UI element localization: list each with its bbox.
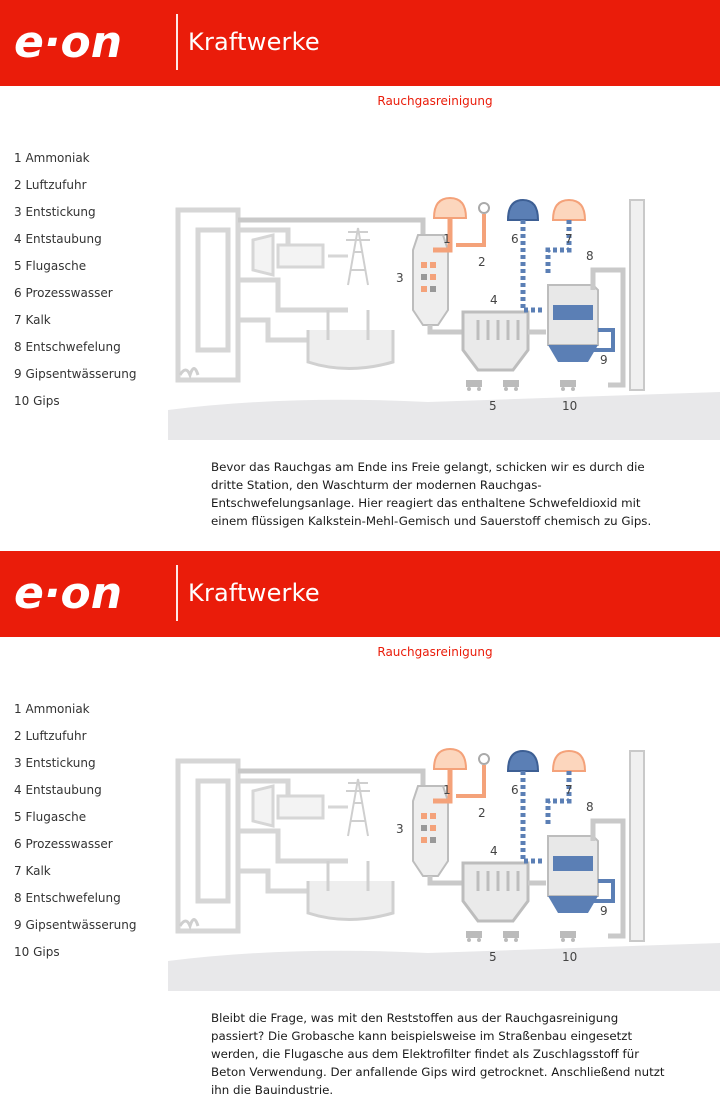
legend-item[interactable]: 9 Gipsentwässerung [14,367,137,381]
legend-item[interactable]: 6 Prozesswasser [14,286,113,300]
legend-item[interactable]: 1 Ammoniak [14,702,90,716]
diagram-label: 1 [443,783,451,797]
diagram-label: 9 [600,353,608,367]
air-supply [456,753,490,798]
scrubber-tower [547,267,626,388]
gypsum-dewatering-line [588,328,615,352]
lime-tank [545,198,587,275]
process-water-tank [506,198,543,313]
legend-item[interactable]: 6 Prozesswasser [14,837,113,851]
electrostatic-filter [461,310,530,372]
legend-item[interactable]: 1 Ammoniak [14,151,90,165]
diagram-label: 2 [478,255,486,269]
page-title: Rauchgasreinigung [377,645,493,659]
legend-item[interactable]: 9 Gipsentwässerung [14,918,137,932]
legend-item[interactable]: 7 Kalk [14,864,51,878]
ash-carts [466,931,576,942]
ash-carts [466,380,576,391]
eon-logo[interactable]: e·on [14,20,164,64]
duct-to-esp [427,876,468,886]
legend-item[interactable]: 5 Flugasche [14,259,87,273]
scr-reactor [412,234,449,326]
scrubber-tower [547,818,626,939]
diagram-label: 10 [562,950,577,964]
header-divider [176,565,178,621]
diagram-label: 1 [443,232,451,246]
diagram-label: 6 [511,232,519,246]
description-text: Bevor das Rauchgas am Ende ins Freie gel… [211,460,652,528]
legend-item[interactable]: 7 Kalk [14,313,51,327]
diagram-label: 10 [562,399,577,413]
air-supply [456,202,490,247]
slide-panel-2: e·on Kraftwerke Rauchgasreinigung 1 Ammo… [0,551,720,1102]
diagram-label: 5 [489,399,497,413]
legend-item[interactable]: 4 Entstaubung [14,232,102,246]
legend-item[interactable]: 4 Entstaubung [14,783,102,797]
diagram-label: 4 [490,293,498,307]
legend-list: 1 Ammoniak 2 Luftzufuhr 3 Entstickung 4 Ent… [14,701,136,971]
legend-item[interactable]: 10 Gips [14,945,60,959]
legend-item[interactable]: 3 Entstickung [14,205,96,219]
diagram-label: 9 [600,904,608,918]
cooling-basin [306,861,395,921]
diagram-label: 3 [396,271,404,285]
cooling-basin [306,310,395,370]
duct-to-esp [427,325,468,335]
ground-shape [168,943,720,991]
ammonia-tank [432,747,468,804]
diagram-labels: 1 2 3 4 5 6 7 8 9 10 [396,783,608,964]
diagram-label: 8 [586,249,594,263]
fire-icon [178,918,200,931]
diagram-label: 3 [396,822,404,836]
power-pylon [346,227,370,286]
header-bar: e·on Kraftwerke [0,551,720,637]
legend-list: 1 Ammoniak 2 Luftzufuhr 3 Entstickung 4 Ent… [14,150,136,420]
legend-item[interactable]: 2 Luftzufuhr [14,729,87,743]
scr-reactor [412,785,449,877]
legend-item[interactable]: 3 Entstickung [14,756,96,770]
chimney [629,750,645,942]
ground-shape [168,392,720,440]
page-title: Rauchgasreinigung [377,94,493,108]
chimney [629,199,645,391]
legend-item[interactable]: 2 Luftzufuhr [14,178,87,192]
header-subtitle: Kraftwerke [188,579,320,607]
eon-logo[interactable]: e·on [14,571,164,615]
boiler-house [175,758,368,934]
legend-item[interactable]: 8 Entschwefelung [14,340,121,354]
diagram-label: 8 [586,800,594,814]
header-bar: e·on Kraftwerke [0,0,720,86]
diagram-label: 4 [490,844,498,858]
process-water-tank [506,749,543,864]
legend-item[interactable]: 10 Gips [14,394,60,408]
turbine-group [251,233,348,277]
power-pylon [346,778,370,837]
diagram-label: 6 [511,783,519,797]
header-subtitle: Kraftwerke [188,28,320,56]
logo-text: e·on [14,571,122,615]
diagram-label: 7 [565,232,573,246]
diagram-label: 2 [478,806,486,820]
diagram-label: 7 [565,783,573,797]
logo-text: e·on [14,20,122,64]
power-plant-diagram: 1 2 3 4 5 6 7 8 9 10 [168,196,720,440]
gypsum-dewatering-line [588,879,615,903]
ammonia-tank [432,196,468,253]
fire-icon [178,367,200,380]
legend-item[interactable]: 8 Entschwefelung [14,891,121,905]
legend-item[interactable]: 5 Flugasche [14,810,87,824]
diagram-labels: 1 2 3 4 5 6 7 8 9 10 [396,232,608,413]
description-text: Bleibt die Frage, was mit den Reststoffe… [211,1011,665,1097]
electrostatic-filter [461,861,530,923]
turbine-group [251,784,348,828]
header-divider [176,14,178,70]
lime-tank [545,749,587,826]
diagram-label: 5 [489,950,497,964]
slide-panel-1: e·on Kraftwerke Rauchgasreinigung 1 Ammo… [0,0,720,549]
power-plant-diagram: 1 2 3 4 5 6 7 8 9 10 [168,747,720,991]
